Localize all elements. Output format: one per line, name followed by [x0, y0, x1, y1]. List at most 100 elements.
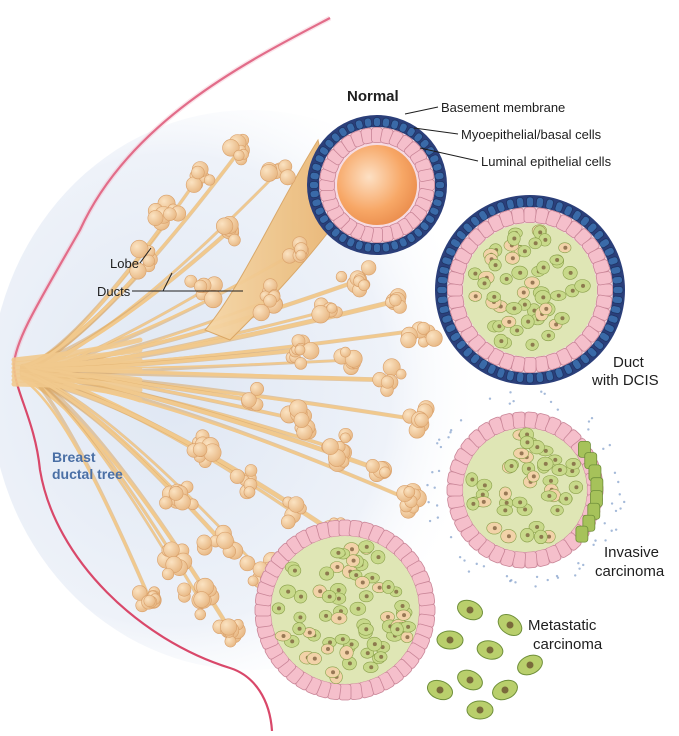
acinus — [296, 250, 306, 260]
cell-nucleus — [331, 670, 335, 674]
membrane-fragment — [617, 481, 619, 483]
cell-nucleus — [515, 328, 519, 332]
acinus — [164, 542, 180, 558]
cell-nucleus — [549, 479, 553, 483]
cell-nucleus — [387, 585, 391, 589]
acinus — [288, 497, 304, 513]
cell-nucleus — [547, 494, 551, 498]
cell-nucleus — [313, 657, 317, 661]
membrane-fragment — [460, 419, 462, 421]
myoepithelial-cell — [374, 244, 381, 253]
membrane-fragment — [514, 581, 516, 583]
cell-nucleus — [474, 294, 478, 298]
cell-nucleus — [325, 572, 329, 576]
myoepithelial-cell — [612, 276, 623, 284]
label-normal: Normal — [347, 88, 399, 105]
luminal-epithelial-cell — [524, 551, 537, 568]
acinus — [294, 413, 309, 428]
cell-nucleus — [348, 661, 352, 665]
cell-nucleus — [483, 281, 487, 285]
cell-nucleus — [505, 501, 509, 505]
acinus — [177, 583, 190, 596]
cell-nucleus — [365, 594, 369, 598]
acinus — [336, 271, 347, 282]
cell-nucleus — [286, 590, 290, 594]
cell-nucleus — [557, 294, 561, 298]
cell-nucleus — [542, 266, 546, 270]
membrane-fragment — [450, 429, 452, 431]
myoepithelial-cell — [516, 197, 524, 208]
membrane-fragment — [556, 575, 558, 577]
acinus — [216, 218, 233, 235]
acinus — [244, 487, 255, 498]
label-luminal-epithelial-cells: Luminal epithelial cells — [481, 154, 612, 169]
cell-nucleus — [505, 277, 509, 281]
acinus — [162, 568, 174, 580]
cell-nucleus — [467, 607, 474, 614]
cell-nucleus — [556, 508, 560, 512]
cell-nucleus — [483, 483, 487, 487]
luminal-epithelial-cell — [524, 358, 536, 373]
cell-nucleus — [531, 281, 535, 285]
duct-lumen — [337, 145, 417, 225]
cell-nucleus — [569, 271, 573, 275]
cell-nucleus — [531, 343, 535, 347]
acinus — [404, 486, 415, 497]
cell-nucleus — [523, 508, 527, 512]
acinus — [379, 467, 390, 478]
cell-nucleus — [298, 627, 302, 631]
membrane-fragment — [602, 448, 604, 450]
membrane-fragment — [433, 487, 435, 489]
membrane-fragment — [512, 400, 514, 402]
cell-nucleus — [396, 627, 400, 631]
cell-nucleus — [299, 595, 303, 599]
cell-nucleus — [365, 545, 369, 549]
cell-nucleus — [507, 320, 511, 324]
cell-nucleus — [492, 295, 496, 299]
cell-nucleus — [308, 631, 312, 635]
acinus — [401, 332, 417, 348]
cell-nucleus — [527, 467, 531, 471]
cell-nucleus — [364, 627, 368, 631]
cell-nucleus — [290, 639, 294, 643]
cell-nucleus — [499, 339, 503, 343]
acinus — [204, 175, 215, 186]
leader-basement — [405, 107, 438, 114]
myoepithelial-cell — [613, 287, 623, 294]
acinus — [417, 322, 429, 334]
cell-nucleus — [341, 637, 345, 641]
cell-nucleus — [558, 468, 562, 472]
label-dcis-line1: Duct — [613, 354, 645, 371]
myoepithelial-cell — [437, 276, 448, 284]
membrane-fragment — [449, 431, 451, 433]
membrane-fragment — [509, 402, 511, 404]
cell-nucleus — [335, 565, 339, 569]
membrane-fragment — [427, 501, 429, 503]
cell-nucleus — [564, 497, 568, 501]
acinus — [340, 433, 350, 443]
cell-nucleus — [541, 295, 545, 299]
luminal-epithelial-cell — [447, 484, 463, 496]
cell-nucleus — [350, 547, 354, 551]
acinus — [220, 619, 236, 635]
cell-nucleus — [493, 526, 497, 530]
myoepithelial-cell — [516, 372, 524, 383]
acinus — [281, 515, 295, 529]
acinus — [163, 208, 176, 221]
cell-nucleus — [277, 606, 281, 610]
cell-nucleus — [535, 445, 539, 449]
acinus — [217, 532, 234, 549]
cell-nucleus — [497, 324, 501, 328]
luminal-epithelial-cell — [448, 284, 463, 296]
membrane-fragment — [506, 575, 508, 577]
cell-nucleus — [298, 615, 302, 619]
cell-nucleus — [482, 500, 486, 504]
myoepithelial-cell — [364, 118, 372, 128]
acinus — [295, 345, 305, 355]
luminal-epithelial-cell — [418, 168, 435, 182]
cell-nucleus — [563, 246, 567, 250]
cell-nucleus — [405, 635, 409, 639]
acinus — [144, 595, 155, 606]
cell-nucleus — [507, 622, 514, 629]
